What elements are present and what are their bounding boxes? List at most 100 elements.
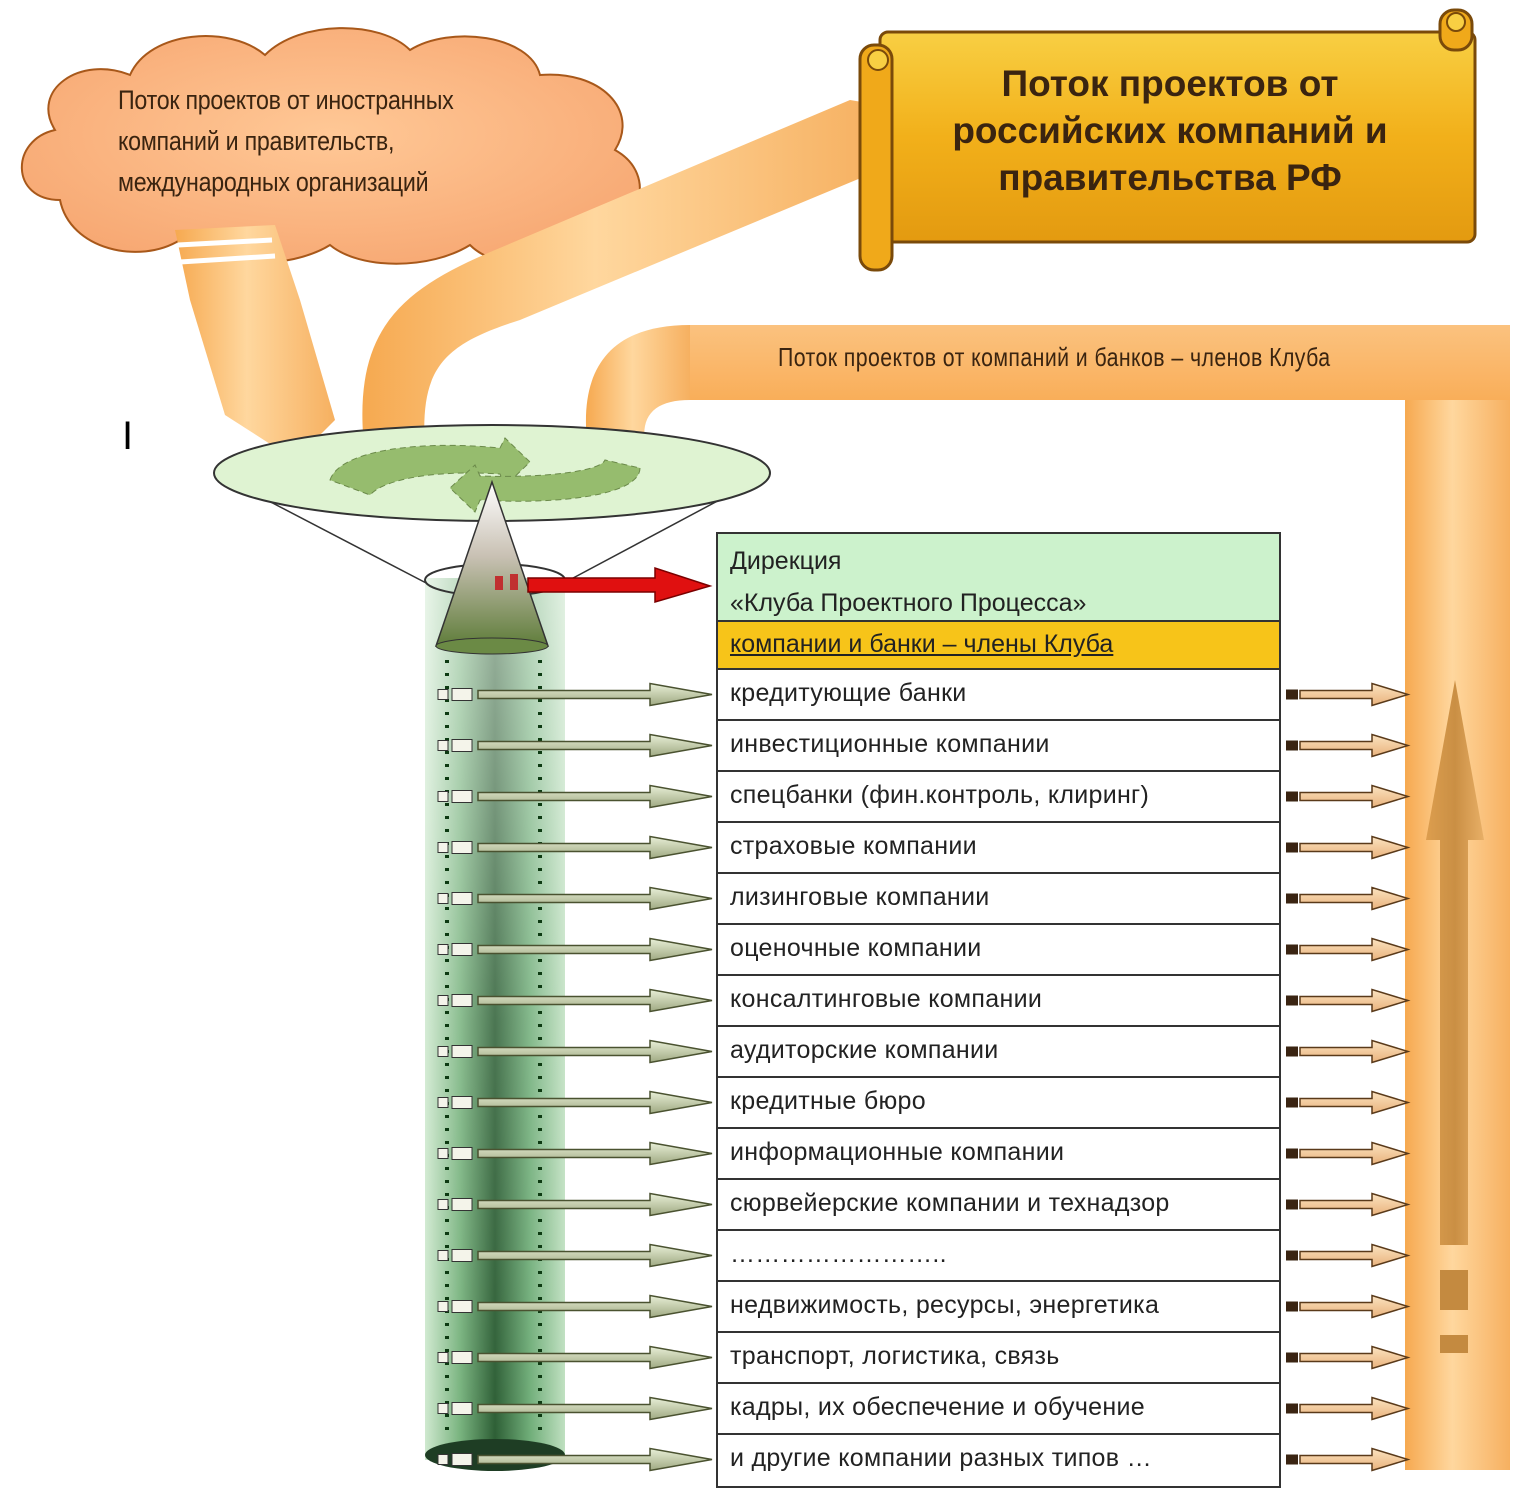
member-type-row: лизинговые компании: [718, 874, 1279, 925]
russian-flow-line: российских компаний и: [952, 110, 1388, 151]
tan-flow-arrow: [1299, 1294, 1411, 1319]
members-table: Дирекция «Клуба Проектного Процесса» ком…: [716, 532, 1281, 1488]
arrow-tail-marker: [1286, 1250, 1298, 1261]
tan-flow-arrow: [1299, 886, 1411, 911]
stage-marker: I: [122, 414, 134, 458]
tan-flow-arrow: [1299, 988, 1411, 1013]
green-flow-arrow: [477, 988, 713, 1013]
arrow-tail-marker: [437, 791, 449, 802]
arrow-tail-marker: [1286, 1454, 1298, 1465]
tan-flow-arrow: [1299, 1345, 1411, 1370]
foreign-flow-line: международных организаций: [118, 167, 429, 197]
arrow-tail-marker: [451, 1249, 473, 1262]
distribution-column: [424, 563, 566, 1471]
member-type-row: кредитные бюро: [718, 1078, 1279, 1129]
arrow-tail-marker: [451, 841, 473, 854]
members-header: компании и банки – члены Клуба: [718, 622, 1279, 670]
foreign-flow-cloud: [20, 27, 641, 265]
arrow-tail-marker: [1286, 1403, 1298, 1414]
arrow-tail-marker: [451, 688, 473, 701]
tan-flow-arrow: [1299, 733, 1411, 758]
arrow-tail-marker: [451, 1096, 473, 1109]
arrow-tail-marker: [437, 740, 449, 751]
arrow-tail-marker: [451, 1402, 473, 1415]
arrow-tail-marker: [1286, 842, 1298, 853]
arrow-tail-marker: [451, 1453, 473, 1466]
arrow-tail-marker: [1286, 995, 1298, 1006]
arrow-tail-marker: [451, 739, 473, 752]
arrow-tail-marker: [437, 1403, 449, 1414]
member-type-row: страховые компании: [718, 823, 1279, 874]
member-type-row: кадры, их обеспечение и обучение: [718, 1384, 1279, 1435]
member-type-row: аудиторские компании: [718, 1027, 1279, 1078]
member-type-row: спецбанки (фин.контроль, клиринг): [718, 772, 1279, 823]
green-flow-arrow: [477, 733, 713, 758]
foreign-flow-pipe: [175, 225, 335, 460]
tan-flow-arrow: [1299, 784, 1411, 809]
tan-flow-arrow: [1299, 937, 1411, 962]
arrow-tail-marker: [1286, 1199, 1298, 1210]
arrow-tail-marker: [437, 1352, 449, 1363]
arrow-tail-marker: [451, 943, 473, 956]
arrow-tail-marker: [1286, 1301, 1298, 1312]
members-to-club-flow-arrows: [1286, 682, 1411, 1472]
arrow-tail-marker: [1286, 791, 1298, 802]
green-flow-arrow: [477, 1294, 713, 1319]
directorate-line1: Дирекция: [730, 547, 842, 575]
arrow-tail-marker: [437, 1301, 449, 1312]
green-flow-arrow: [477, 886, 713, 911]
tan-flow-arrow: [1299, 682, 1411, 707]
member-type-row: сюрвейерские компании и технадзор: [718, 1180, 1279, 1231]
green-flow-arrow: [477, 1345, 713, 1370]
arrow-tail-marker: [1286, 893, 1298, 904]
tan-flow-arrow: [1299, 1192, 1411, 1217]
arrow-tail-marker: [1286, 740, 1298, 751]
arrow-tail-marker: [437, 842, 449, 853]
arrow-tail-marker: [451, 1300, 473, 1313]
foreign-flow-line: Поток проектов от иностранных: [118, 85, 454, 115]
green-flow-arrow: [477, 937, 713, 962]
green-flow-arrow: [477, 1039, 713, 1064]
arrow-tail-marker: [437, 1046, 449, 1057]
cone: [434, 479, 550, 655]
directorate-cell: Дирекция «Клуба Проектного Процесса»: [718, 534, 1279, 622]
arrow-tail-marker: [437, 689, 449, 700]
arrow-tail-marker: [451, 1198, 473, 1211]
green-flow-arrow: [477, 1141, 713, 1166]
tan-flow-arrow: [1299, 1396, 1411, 1421]
arrow-tail-marker: [1286, 1352, 1298, 1363]
arrow-tail-marker: [437, 1097, 449, 1108]
arrow-tail-marker: [1286, 689, 1298, 700]
arrow-tail-marker: [437, 1148, 449, 1159]
green-flow-arrow: [477, 1447, 713, 1472]
club-flow-label: Поток проектов от компаний и банков – чл…: [778, 342, 1331, 372]
member-type-row: и другие компании разных типов …: [718, 1435, 1279, 1486]
green-flow-arrow: [477, 1243, 713, 1268]
arrow-tail-marker: [437, 1199, 449, 1210]
arrow-tail-marker: [451, 1045, 473, 1058]
arrow-tail-marker: [437, 944, 449, 955]
member-type-row: кредитующие банки: [718, 670, 1279, 721]
green-flow-arrow: [477, 1192, 713, 1217]
green-flow-arrow: [477, 835, 713, 860]
member-type-row: информационные компании: [718, 1129, 1279, 1180]
arrow-tail-marker: [451, 1351, 473, 1364]
green-flow-arrow: [477, 682, 713, 707]
arrow-tail-marker: [1286, 944, 1298, 955]
russian-flow-pipe: [362, 100, 880, 455]
tan-flow-arrow: [1299, 835, 1411, 860]
column-to-members-arrows: [437, 682, 713, 1472]
arrow-tail-marker: [437, 1454, 449, 1465]
member-type-row: инвестиционные компании: [718, 721, 1279, 772]
arrow-tail-marker: [1286, 1046, 1298, 1057]
arrow-tail-marker: [437, 995, 449, 1006]
arrow-tail-marker: [451, 790, 473, 803]
green-flow-arrow: [477, 1396, 713, 1421]
red-arrow-to-directorate: [527, 566, 713, 603]
tan-flow-arrow: [1299, 1090, 1411, 1115]
member-type-row: консалтинговые компании: [718, 976, 1279, 1027]
green-flow-arrow: [477, 1090, 713, 1115]
russian-flow-scroll: [858, 8, 1477, 272]
foreign-flow-line: компаний и правительств,: [118, 126, 395, 156]
